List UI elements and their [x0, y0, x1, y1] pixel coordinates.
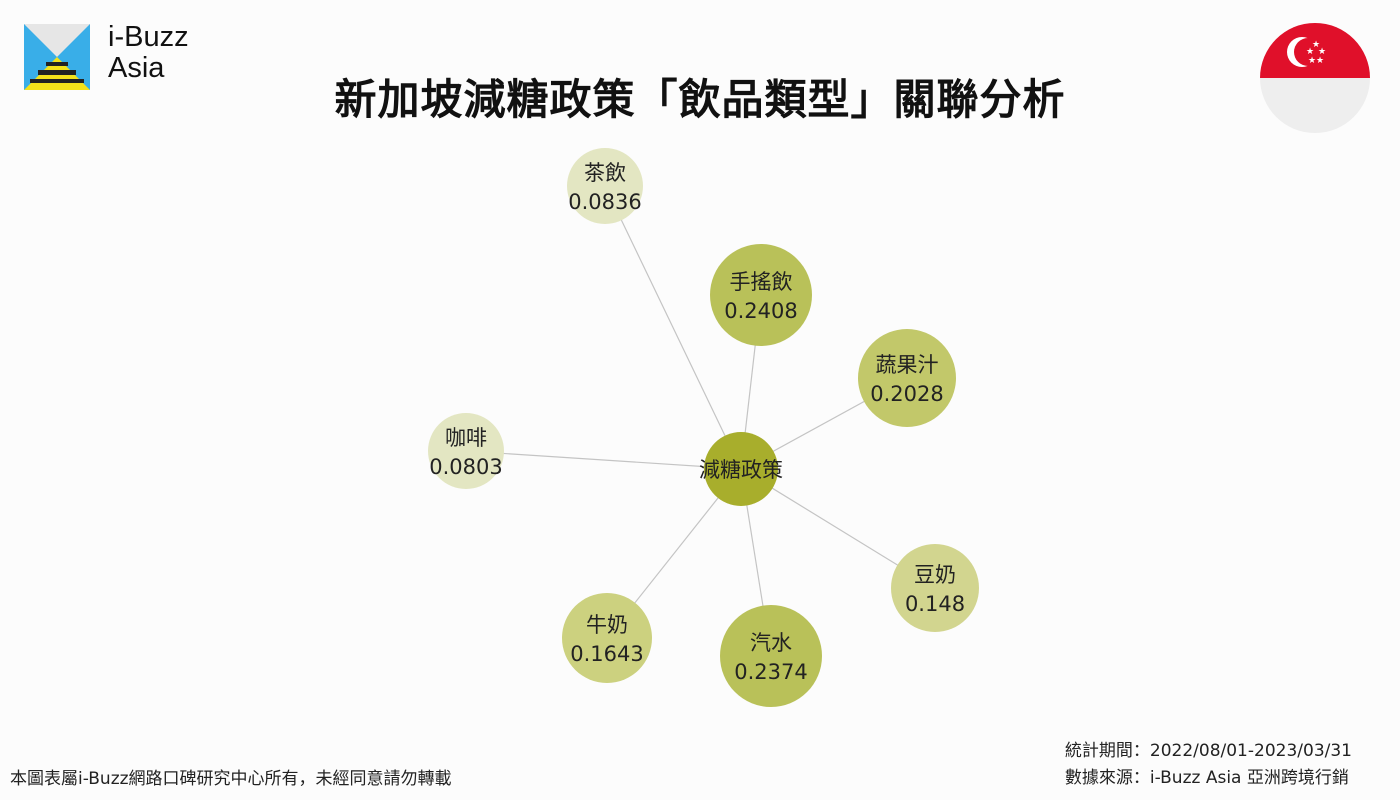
node-value: 0.1643 — [570, 642, 643, 666]
node-value: 0.148 — [905, 592, 965, 616]
node-label: 牛奶 — [586, 613, 628, 637]
brand-line2: Asia — [108, 52, 165, 84]
center-node-label: 減糖政策 — [699, 458, 783, 482]
node[interactable] — [891, 544, 979, 632]
node[interactable] — [720, 605, 822, 707]
center-node[interactable] — [704, 432, 778, 506]
node-label: 豆奶 — [914, 563, 956, 587]
copyright-notice: 本圖表屬i-Buzz網路口碑研究中心所有，未經同意請勿轉載 — [10, 769, 452, 789]
page-title: 新加坡減糖政策「飲品類型」關聯分析 — [334, 75, 1066, 124]
node-label: 蔬果汁 — [876, 353, 939, 377]
node[interactable] — [562, 593, 652, 683]
data-source: 數據來源：i-Buzz Asia 亞洲跨境行銷 — [1064, 768, 1349, 788]
svg-text:★: ★ — [1318, 47, 1326, 57]
svg-text:★: ★ — [1312, 40, 1320, 50]
edge — [604, 185, 742, 470]
edge — [465, 450, 742, 470]
node[interactable] — [710, 244, 812, 346]
ibuzz-logo — [24, 24, 90, 90]
node-label: 咖啡 — [445, 426, 487, 450]
node-label: 茶飲 — [584, 161, 626, 185]
node-value: 0.0836 — [568, 190, 641, 214]
svg-text:★: ★ — [1308, 56, 1316, 66]
stat-period: 統計期間：2022/08/01-2023/03/31 — [1064, 741, 1352, 761]
node-value: 0.2028 — [870, 382, 943, 406]
node[interactable] — [428, 413, 504, 489]
brand-line1: i-Buzz — [108, 21, 189, 53]
node-label: 汽水 — [750, 631, 792, 655]
svg-text:★: ★ — [1316, 56, 1324, 66]
node-value: 0.0803 — [429, 455, 502, 479]
node[interactable] — [858, 329, 956, 427]
footer-info: 統計期間：2022/08/01-2023/03/31 數據來源：i-Buzz A… — [1065, 738, 1352, 792]
svg-text:★: ★ — [1306, 47, 1314, 57]
singapore-flag-icon: ★★★★★ — [1260, 23, 1370, 137]
node-label: 手搖飲 — [730, 270, 793, 294]
node[interactable] — [567, 148, 643, 224]
brand-name: i-Buzz Asia — [108, 22, 189, 84]
node-value: 0.2374 — [734, 660, 807, 684]
node-value: 0.2408 — [724, 299, 797, 323]
